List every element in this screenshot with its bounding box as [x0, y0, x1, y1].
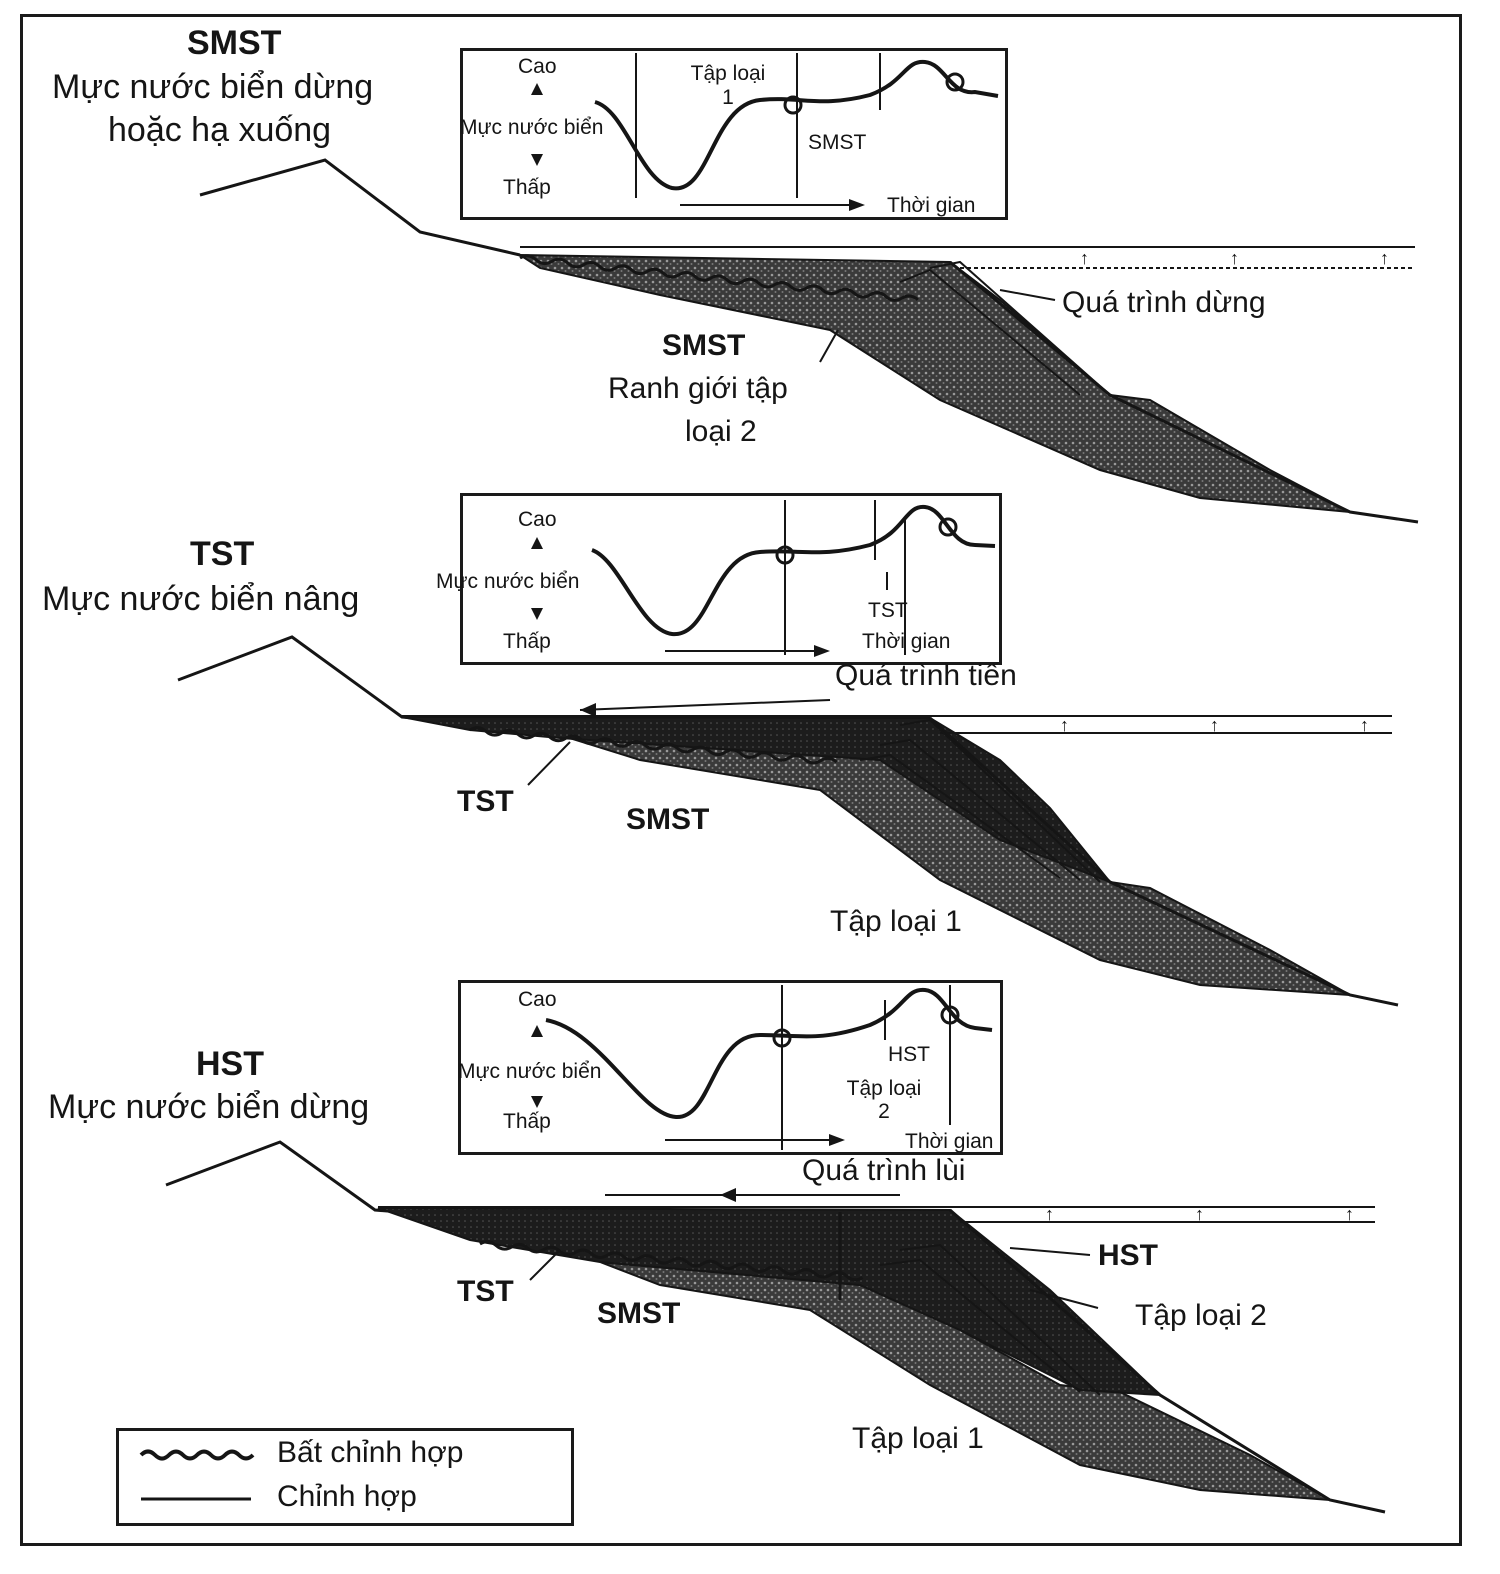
panel1-boundary-pointer: [819, 329, 839, 363]
panel1-land-profile: [199, 158, 521, 257]
panel1-smst-wedge: [516, 253, 1351, 513]
svg-text:↑: ↑: [1380, 248, 1389, 268]
panel1-clinoform: [929, 260, 1111, 396]
panel3-tst-label: TST: [457, 1275, 514, 1308]
panel3-land-profile: [165, 1140, 401, 1214]
panel2-tst-label: TST: [457, 785, 514, 818]
svg-text:↑: ↑: [1210, 715, 1219, 735]
panel2-inset-time: Thời gian: [862, 630, 951, 653]
panel1-condition-line2: hoặc hạ xuống: [108, 111, 332, 149]
panel2-inset-low: Thấp: [503, 630, 551, 653]
panel1-basin-floor: [949, 260, 1419, 524]
inset1-curve: [531, 53, 999, 211]
panel2-clinoform: [899, 718, 1101, 883]
panel3-inset-time: Thời gian: [905, 1130, 994, 1153]
panel2-smst-label: SMST: [626, 803, 710, 836]
panel1-inset-high: Cao: [518, 55, 557, 78]
panel1-inset-low: Thấp: [503, 176, 551, 199]
inset2-curve: [531, 500, 996, 657]
panel3-basin-floor: [949, 1208, 1386, 1514]
panel3-process-label: Quá trình lùi: [802, 1154, 966, 1187]
panel3-inset-sea-level: Mực nước biển: [458, 1060, 602, 1083]
panel1-inset-sea-level: Mực nước biển: [460, 116, 604, 139]
panel3-inset-low: Thấp: [503, 1110, 551, 1133]
panel1-cross-section: ↑ ↑ ↑: [199, 158, 1419, 524]
panel3-unconformity: [479, 1240, 864, 1282]
panel2-inset-sea-level: Mực nước biển: [436, 570, 580, 593]
panel3-boundary2-pointer: [1029, 1289, 1099, 1309]
svg-text:↑: ↑: [1360, 715, 1369, 735]
svg-text:↑: ↑: [1230, 248, 1239, 268]
panel2-clinoform: [879, 738, 1081, 881]
panel3-inset-boundary: Tập loại 2: [846, 1077, 922, 1123]
panel1-tract-label: SMST: [662, 329, 746, 362]
legend-conformity-label: Chỉnh hợp: [277, 1480, 417, 1513]
panel3-cross-section: ↑ ↑ ↑: [165, 1140, 1386, 1514]
svg-text:↑: ↑: [1195, 1204, 1204, 1224]
panel2-process-arrow: [579, 699, 831, 711]
panel1-tract-title: SMST: [187, 24, 282, 62]
panel3-boundary1-label: Tập loại 1: [852, 1422, 984, 1455]
panel3-inset-high: Cao: [518, 988, 557, 1011]
panel1-condition-line1: Mực nước biển dừng: [52, 68, 374, 106]
panel2-basin-floor: [928, 716, 1399, 1007]
panel3-inset-tract: HST: [888, 1043, 930, 1066]
panel3-hst-pointer: [1009, 1247, 1091, 1256]
panel3-boundary2-label: Tập loại 2: [1135, 1299, 1267, 1332]
panel1-sea-arrows: ↑: [1080, 248, 1089, 268]
panel3-smst-label: SMST: [597, 1297, 681, 1330]
panel1-inset-time: Thời gian: [887, 194, 976, 217]
legend-box: Bất chỉnh hợp Chỉnh hợp: [116, 1428, 574, 1526]
svg-text:↑: ↑: [1345, 1204, 1354, 1224]
svg-text:↑: ↑: [1045, 1204, 1054, 1224]
panel3-tst-pointer: [529, 1249, 561, 1281]
panel1-inset-box: [460, 48, 1008, 220]
panel3-clinoform: [899, 1243, 1101, 1396]
panel2-tract-title: TST: [190, 535, 255, 573]
inset3-curve: [531, 985, 993, 1150]
panel3-clinoform: [879, 1258, 1081, 1393]
panel3-condition: Mực nước biển dừng: [48, 1088, 370, 1126]
panel2-cross-section: ↑ ↑ ↑: [177, 635, 1399, 1007]
panel1-process-pointer: [999, 289, 1056, 301]
panel3-inset-box: [458, 980, 1003, 1155]
panel2-unconformity: [469, 726, 838, 765]
panel3-tract-title: HST: [196, 1045, 264, 1083]
legend-symbols: [139, 1449, 255, 1501]
panel2-land-profile: [177, 635, 461, 724]
svg-text:↑: ↑: [1060, 715, 1069, 735]
legend-unconformity-symbol: [139, 1449, 255, 1461]
panel2-inset-box: [460, 493, 1002, 665]
panel1-inset-boundary: Tập loại 1: [690, 62, 766, 109]
panel1-boundary-line1: Ranh giới tập: [608, 372, 788, 405]
panel1-process-label: Quá trình dừng: [1062, 286, 1266, 319]
figure-frame: [20, 14, 1462, 1546]
panel2-tst-pointer: [527, 741, 571, 786]
panel2-boundary-label: Tập loại 1: [830, 905, 962, 938]
panel1-boundary-line2: loại 2: [685, 415, 757, 448]
legend-unconformity-label: Bất chỉnh hợp: [277, 1436, 464, 1469]
panel1-inset-tract: SMST: [808, 131, 867, 154]
panel1-unconformity: [519, 254, 919, 302]
panel2-clinoform: [859, 753, 1061, 879]
panel2-process-label: Quá trình tiến: [835, 659, 1017, 692]
panel1-clinoform: [899, 268, 1081, 396]
panel2-condition: Mực nước biển nâng: [42, 580, 360, 618]
panel2-inset-high: Cao: [518, 508, 557, 531]
panel2-inset-tract: TST: [868, 599, 908, 622]
panel3-hst-label: HST: [1098, 1239, 1158, 1272]
